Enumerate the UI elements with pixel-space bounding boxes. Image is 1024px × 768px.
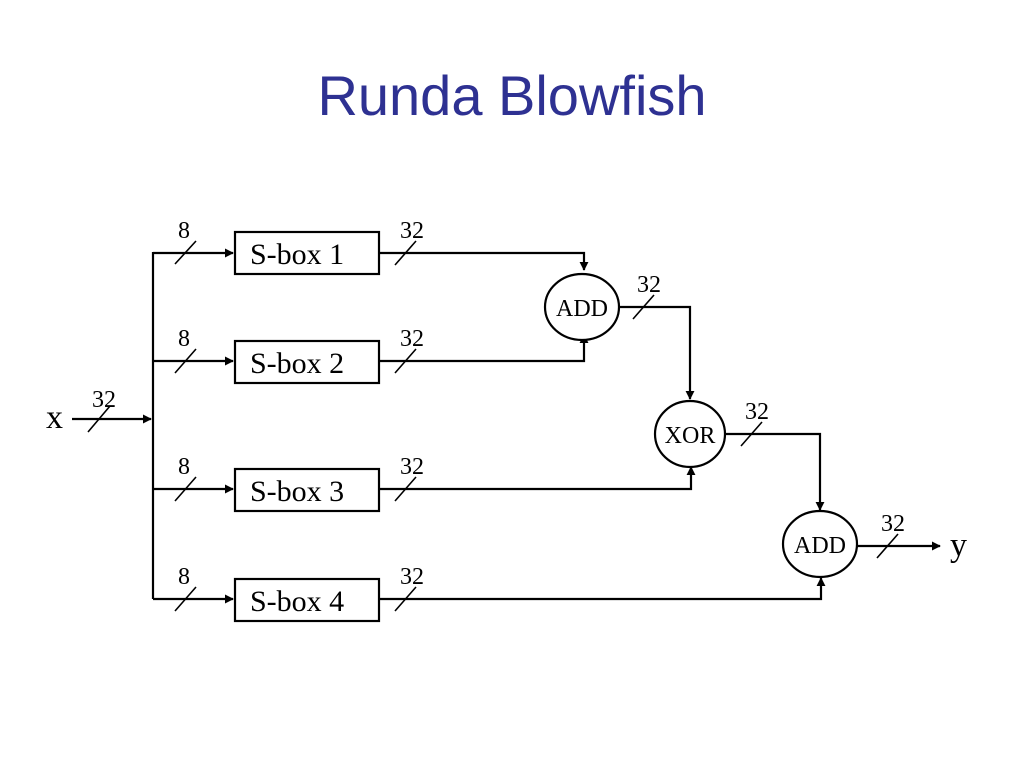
sbox-2-label: S-box 2 (250, 347, 344, 380)
xor-out-width: 32 (745, 399, 769, 425)
sbox-4 (233, 577, 381, 623)
xor-out-tick (740, 421, 763, 447)
xor-output-wire (725, 432, 825, 511)
sbox-1-out-tick (394, 240, 417, 266)
sbox-4-output-wire (380, 577, 826, 601)
sbox-4-in-width: 8 (178, 564, 190, 590)
add-node-1-label: ADD (556, 296, 608, 322)
sbox-1-out-width: 32 (400, 218, 424, 244)
output-label: y (950, 527, 967, 564)
xor-node-label: XOR (665, 423, 716, 449)
sbox-3-out-width: 32 (400, 454, 424, 480)
input-label: x (46, 399, 63, 436)
sbox-2-in-width: 8 (178, 326, 190, 352)
add-1-out-tick (632, 294, 655, 320)
sbox-2-out-width: 32 (400, 326, 424, 352)
sbox-2-output-wire (380, 334, 589, 363)
output-width-label: 32 (881, 511, 905, 537)
sbox-1-output-wire (380, 251, 589, 271)
sbox-3-label: S-box 3 (250, 475, 344, 508)
sbox-1 (233, 230, 381, 276)
add-1-output-wire (619, 305, 695, 400)
add-node-2 (781, 509, 859, 579)
sbox-3-in-tick (174, 476, 197, 502)
sbox-3-out-tick (394, 476, 417, 502)
slide-title: Runda Blowfish (317, 64, 707, 127)
sbox-3-in-width: 8 (178, 454, 190, 480)
add-1-out-width: 32 (637, 272, 661, 298)
input-width-label: 32 (92, 387, 116, 413)
sbox-4-label: S-box 4 (250, 585, 344, 618)
sbox-4-in-tick (174, 586, 197, 612)
sbox-2-out-tick (394, 348, 417, 374)
sbox-3 (233, 467, 381, 513)
output-width-tick (876, 533, 899, 559)
sbox-2-in-tick (174, 348, 197, 374)
sbox-2 (233, 339, 381, 385)
sbox-3-output-wire (380, 466, 696, 491)
sbox-1-in-width: 8 (178, 218, 190, 244)
sbox-4-out-tick (394, 586, 417, 612)
sbox-4-out-width: 32 (400, 564, 424, 590)
sbox-1-in-tick (174, 240, 197, 265)
add-node-2-label: ADD (794, 533, 846, 559)
sbox-1-label: S-box 1 (250, 238, 344, 271)
input-width-tick (87, 405, 111, 433)
